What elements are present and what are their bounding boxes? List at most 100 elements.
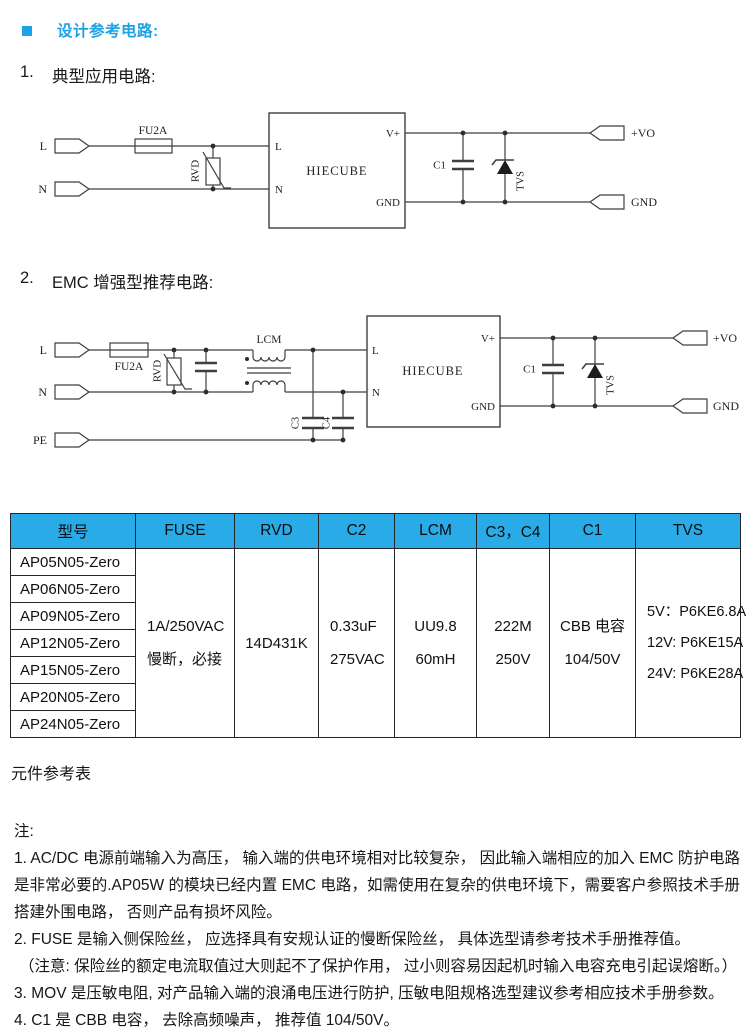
terminal-label-n: N [38, 182, 47, 196]
fuse-value-cell: 1A/250VAC 慢断，必接 [135, 548, 235, 738]
heading-text: EMC 增强型推荐电路: [52, 274, 214, 292]
input-terminal-n [54, 384, 91, 400]
table-header-row: 型号 FUSE RVD C2 LCM C3，C4 C1 TVS [10, 513, 741, 549]
pin-label-vplus: V+ [386, 128, 400, 140]
col-header-lcm: LCM [394, 513, 477, 549]
varistor-symbol [202, 146, 231, 189]
input-terminal-l [54, 138, 91, 154]
capacitor-c1-symbol [542, 338, 564, 406]
notes-block: 注: 1. AC/DC 电源前端输入为高压， 输入端的供电环境相对比较复杂， 因… [14, 818, 740, 1030]
terminal-label-l: L [40, 343, 47, 357]
heading-text: 典型应用电路: [52, 68, 156, 86]
heading-number: 1. [20, 63, 34, 81]
c1-value-cell: CBB 电容 104/50V [549, 548, 636, 738]
fuse-symbol [109, 342, 149, 358]
model-cell: AP15N05-Zero [10, 656, 136, 684]
model-cell: AP24N05-Zero [10, 710, 136, 738]
heading-number: 2. [20, 269, 34, 287]
capacitor-c1-label: C1 [433, 160, 446, 172]
table-row: AP20N05-Zero [10, 683, 741, 711]
module-box [366, 315, 501, 428]
fuse-symbol [134, 138, 173, 154]
rvd-value-cell: 14D431K [234, 548, 319, 738]
pin-label-l: L [275, 141, 282, 153]
module-label: HIECUBE [402, 364, 463, 378]
input-terminal-n [54, 181, 91, 197]
y-capacitor-c3-symbol [302, 350, 324, 440]
pin-label-gnd: GND [376, 197, 400, 209]
model-cell: AP12N05-Zero [10, 629, 136, 657]
table-row: AP05N05-Zero 1A/250VAC 慢断，必接 14D431K 0.3… [10, 548, 746, 738]
heading-emc-circuit: 2. EMC 增强型推荐电路: [20, 269, 213, 293]
tvs-diode-symbol [581, 338, 604, 406]
col-header-c1: C1 [549, 513, 636, 549]
component-reference-table: 型号 FUSE RVD C2 LCM C3，C4 C1 TVS AP05N05-… [10, 513, 746, 738]
table-caption: 元件参考表 [11, 766, 92, 783]
table-row: AP09N05-Zero [10, 602, 741, 630]
note-item: 4. C1 是 CBB 电容， 去除高频噪声， 推荐值 104/50V。 [14, 1012, 400, 1029]
col-header-fuse: FUSE [135, 513, 235, 549]
module-label: HIECUBE [306, 164, 367, 178]
varistor-label: RVD [190, 160, 202, 182]
terminal-label-pe: PE [33, 433, 47, 447]
col-header-c3c4: C3，C4 [476, 513, 550, 549]
table-row: AP15N05-Zero [10, 656, 741, 684]
pin-label-gnd: GND [471, 401, 495, 413]
pin-label-n: N [372, 387, 380, 399]
note-item: 2. FUSE 是输入侧保险丝， 应选择具有安规认证的慢断保险丝， 具体选型请参… [14, 931, 690, 948]
c3c4-value-cell: 222M 250V [476, 548, 550, 738]
output-label-vo: +VO [713, 331, 737, 345]
fuse-label: FU2A [139, 125, 168, 137]
y-capacitor-c4-symbol [332, 392, 354, 440]
terminal-label-n: N [38, 385, 47, 399]
model-cell: AP09N05-Zero [10, 602, 136, 630]
heading-typical-circuit: 1. 典型应用电路: [20, 63, 156, 87]
varistor-label: RVD [152, 360, 164, 382]
table-row: AP24N05-Zero [10, 710, 741, 738]
lcm-value-cell: UU9.8 60mH [394, 548, 477, 738]
x-capacitor-c2-symbol [195, 350, 217, 392]
tvs-diode-symbol [491, 133, 514, 202]
output-label-gnd: GND [631, 195, 657, 209]
output-label-vo: +VO [631, 126, 655, 140]
output-terminal-vo [671, 330, 708, 346]
section-header: 设计参考电路: [22, 19, 159, 41]
common-mode-choke-symbol [245, 350, 291, 392]
output-terminal-gnd [671, 398, 708, 414]
fuse-label: FU2A [115, 361, 144, 373]
note-item: 3. MOV 是压敏电阻, 对产品输入端的浪涌电压进行防护, 压敏电阻规格选型建… [14, 985, 724, 1002]
page-title: 设计参考电路: [57, 23, 159, 40]
model-cell: AP20N05-Zero [10, 683, 136, 711]
pin-label-l: L [372, 345, 379, 357]
emc-enhanced-circuit-diagram: L N PE FU2A RVD LCM C3 C4 HIECUBE L N V+… [33, 315, 739, 448]
capacitor-c1-label: C1 [523, 364, 536, 376]
output-terminal-gnd [588, 194, 625, 210]
model-cell: AP05N05-Zero [10, 548, 136, 576]
c2-value-cell: 0.33uF 275VAC [318, 548, 395, 738]
capacitor-c1-symbol [452, 133, 474, 202]
table-row: AP06N05-Zero [10, 575, 741, 603]
module-box [268, 112, 406, 229]
terminal-label-l: L [40, 139, 47, 153]
note-item: （注意: 保险丝的额定电流取值过大则起不了保护作用， 过小则容易因起机时输入电容… [19, 958, 738, 975]
varistor-symbol [163, 350, 192, 392]
square-bullet-icon [22, 26, 32, 36]
input-terminal-l [54, 342, 91, 358]
pin-label-n: N [275, 184, 283, 196]
capacitor-c3-label: C3 [290, 417, 301, 429]
tvs-value-cell: 5V：P6KE6.8A 12V: P6KE15A 24V: P6KE28A [635, 548, 746, 738]
output-label-gnd: GND [713, 399, 739, 413]
notes-title: 注: [14, 823, 34, 840]
choke-label: LCM [257, 334, 282, 346]
col-header-tvs: TVS [635, 513, 741, 549]
note-item: 1. AC/DC 电源前端输入为高压， 输入端的供电环境相对比较复杂， 因此输入… [14, 850, 740, 921]
col-header-model: 型号 [10, 513, 136, 549]
col-header-c2: C2 [318, 513, 395, 549]
col-header-rvd: RVD [234, 513, 319, 549]
typical-application-circuit-diagram: L N FU2A RVD HIECUBE L N V+ GND C1 TVS +… [38, 112, 657, 229]
output-terminal-vo [588, 125, 625, 141]
input-terminal-pe [54, 432, 91, 448]
tvs-label: TVS [605, 375, 616, 395]
model-cell: AP06N05-Zero [10, 575, 136, 603]
